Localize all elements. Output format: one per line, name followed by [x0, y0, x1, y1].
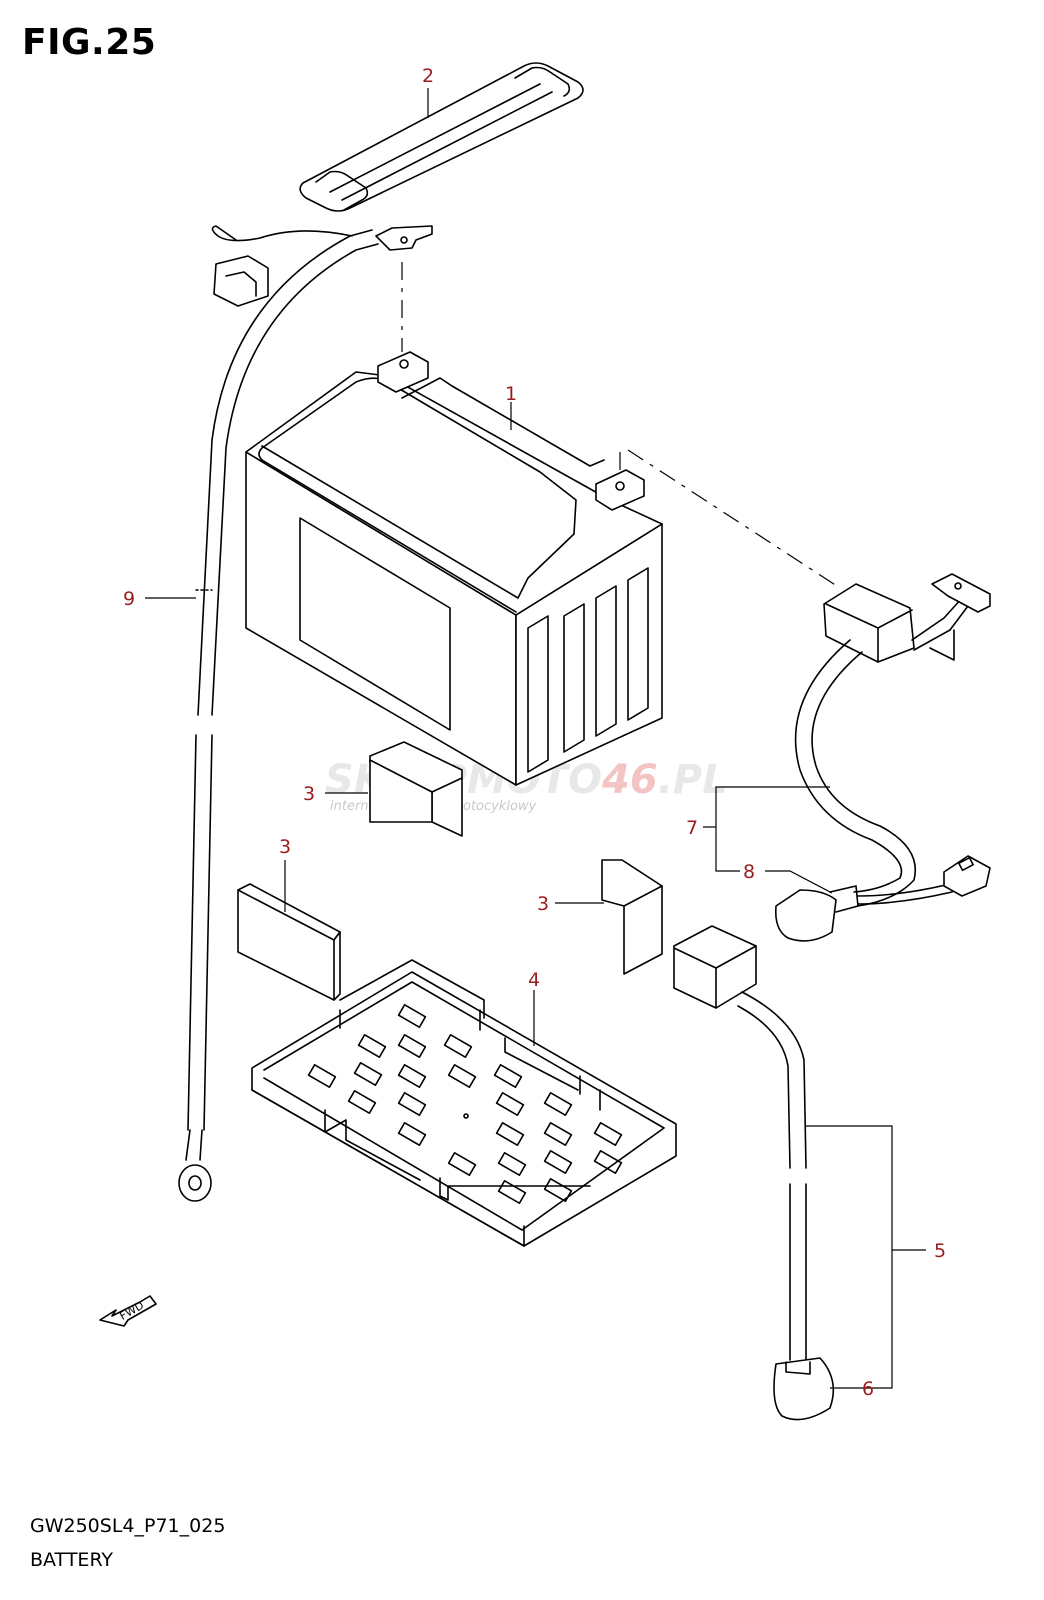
callout-6: 6	[862, 1378, 874, 1400]
tray-slots	[307, 1004, 623, 1204]
negative-cable	[178, 225, 433, 1202]
leader-lines	[145, 88, 926, 1389]
callout-4: 4	[528, 969, 540, 991]
callout-9: 9	[123, 588, 135, 610]
callout-5: 5	[934, 1240, 946, 1262]
battery-tray	[251, 959, 677, 1247]
battery-pad-upper	[369, 741, 463, 837]
callout-8: 8	[743, 861, 755, 883]
forward-direction-arrow: FWD	[99, 1295, 157, 1327]
callout-3-right: 3	[537, 893, 549, 915]
callout-labels: 2 1 3 3 3 4 5 6 7 8 9	[123, 65, 946, 1400]
callout-3-upper: 3	[303, 783, 315, 805]
figure-code: GW250SL4_P71_025	[30, 1515, 226, 1537]
callout-3-left: 3	[279, 836, 291, 858]
positive-cable-harness	[774, 573, 991, 942]
figure-title: FIG.25	[22, 22, 157, 63]
mount-dash-positive	[627, 449, 841, 589]
battery-strap	[299, 62, 584, 212]
callout-7: 7	[686, 817, 698, 839]
battery-pad-right	[601, 859, 663, 975]
callout-2: 2	[422, 65, 434, 87]
battery-pad-left	[237, 883, 341, 1001]
callout-1: 1	[505, 383, 517, 405]
figure-name: BATTERY	[30, 1549, 114, 1571]
battery	[245, 351, 663, 786]
positive-lead	[673, 925, 835, 1421]
